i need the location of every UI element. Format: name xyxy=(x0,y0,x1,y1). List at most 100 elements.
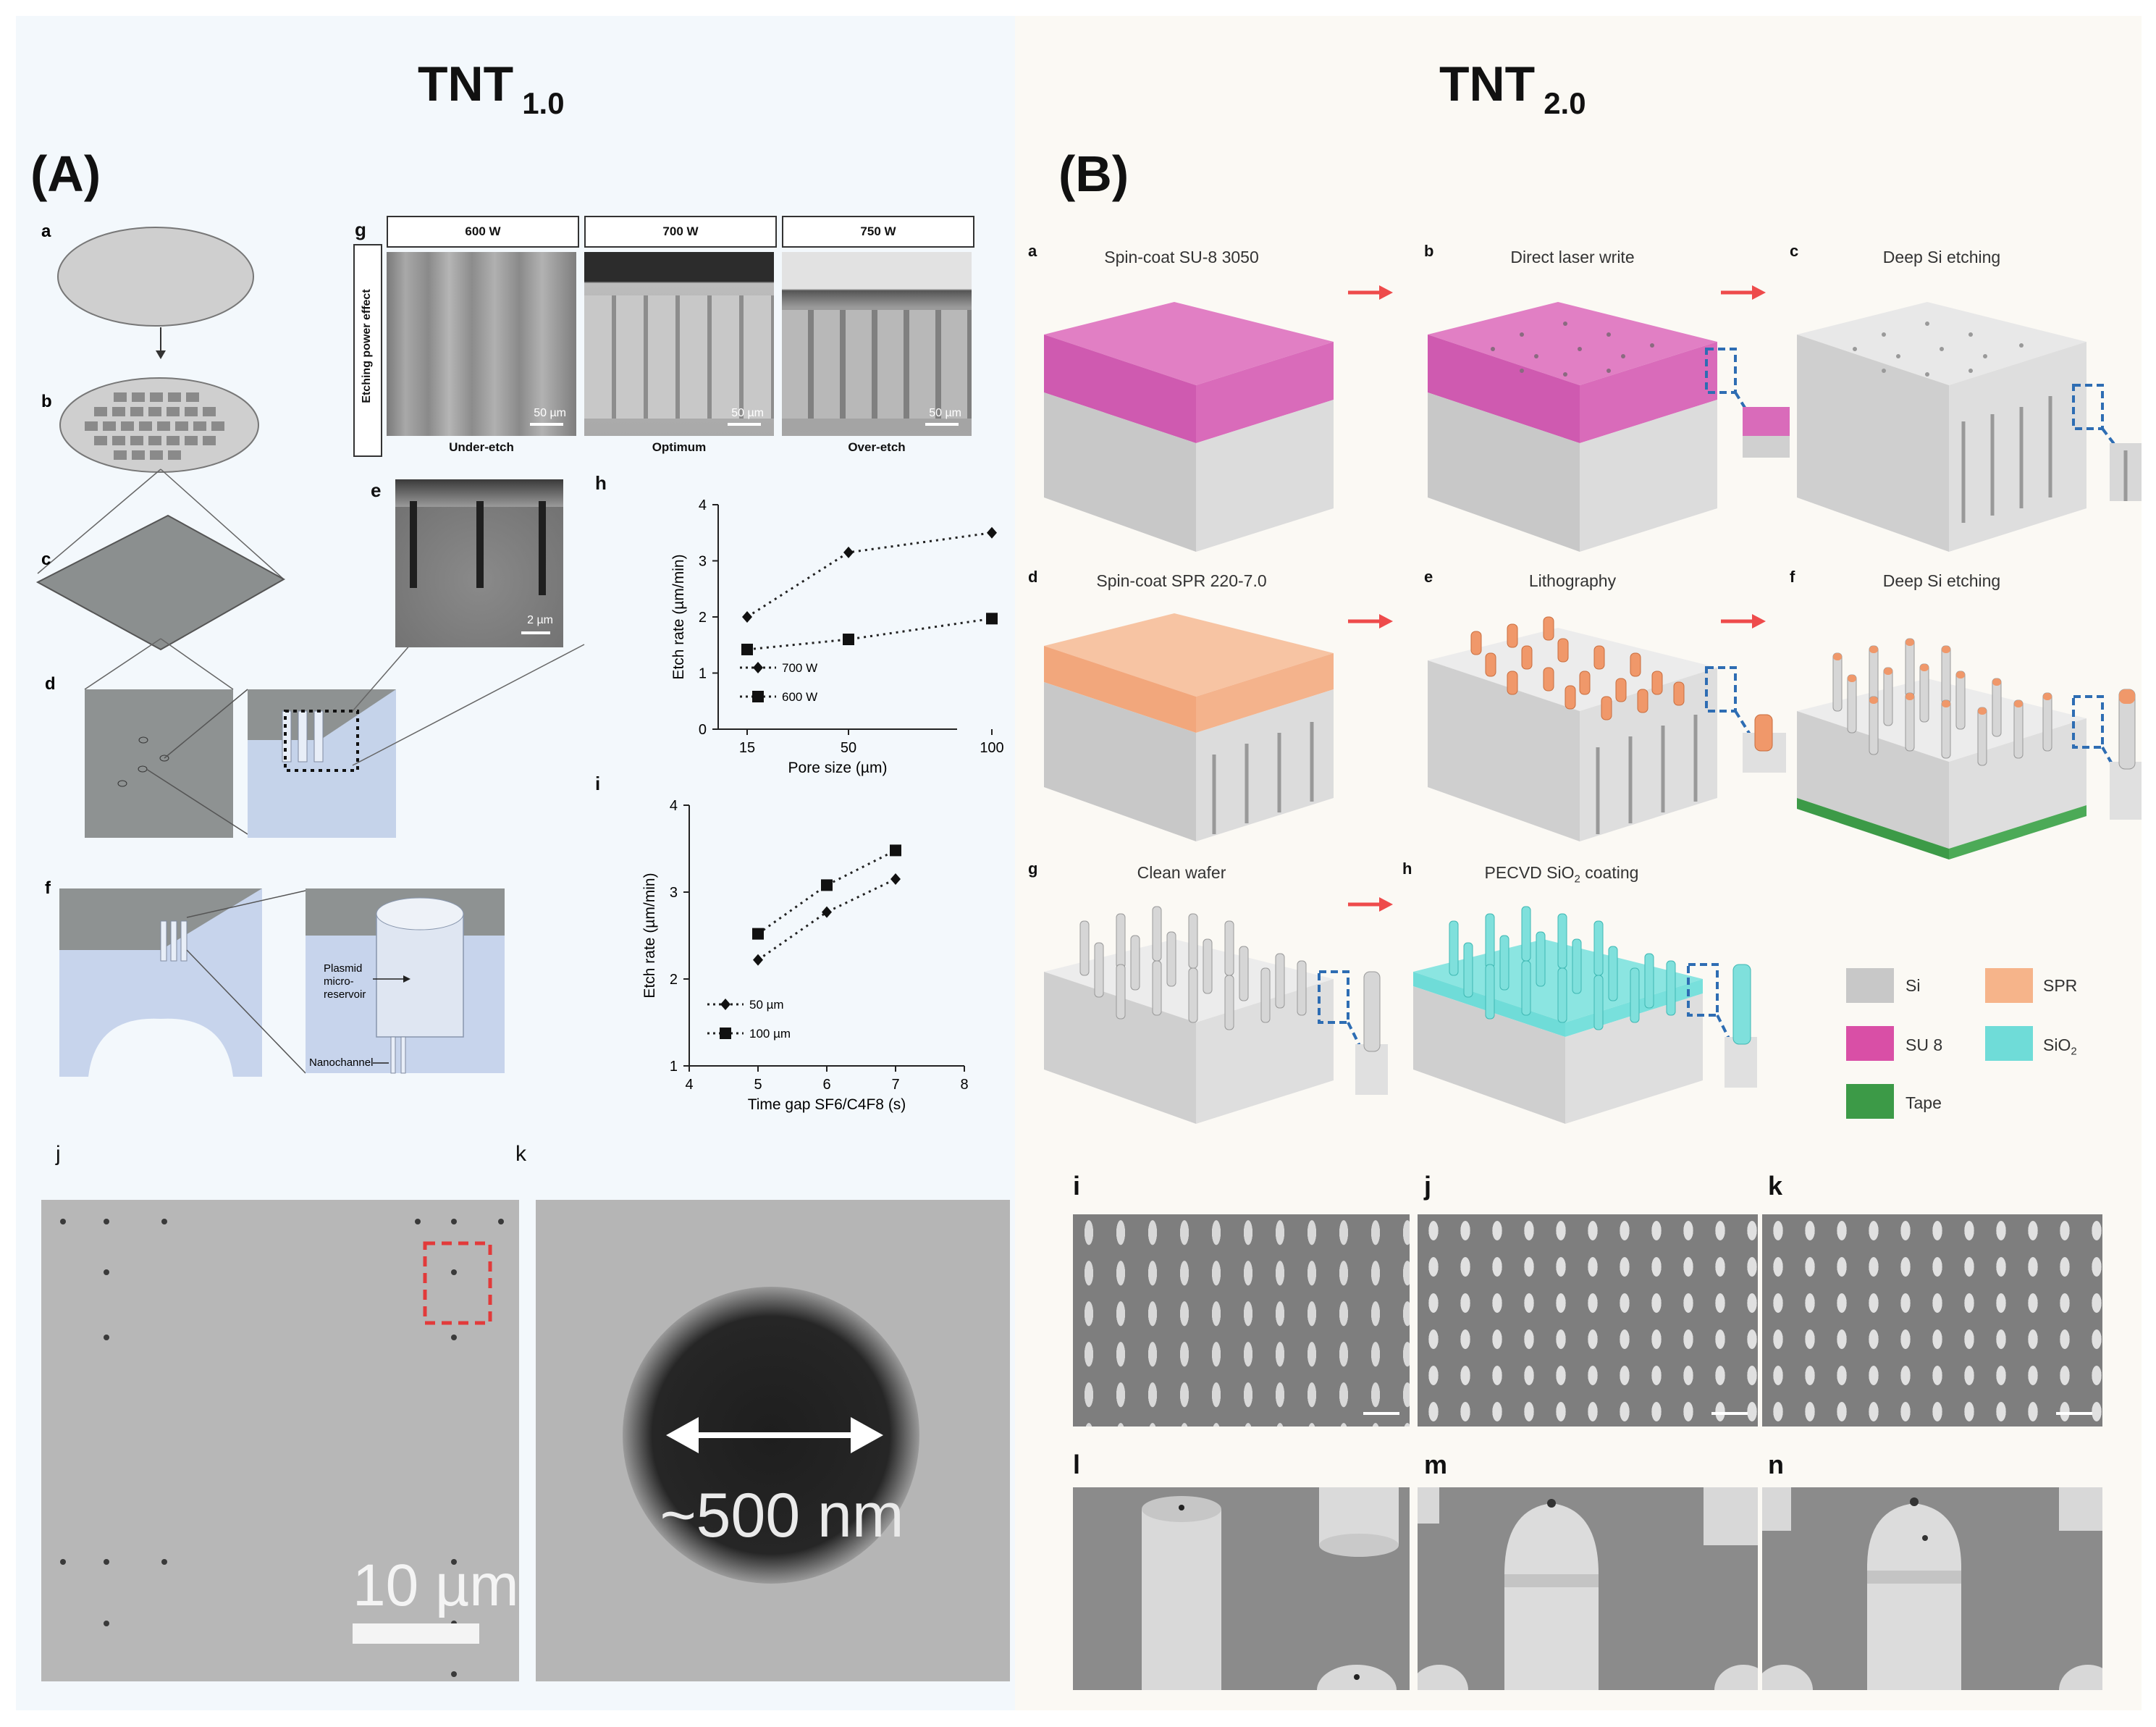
series-line-1 xyxy=(757,849,896,935)
j-letter: j xyxy=(1424,1171,1432,1201)
legend-label-spr: SPR xyxy=(2043,976,2078,995)
sem-over-etch: 50 µm xyxy=(782,252,972,436)
step-f-letter: f xyxy=(1790,568,1795,586)
x-tick-label: 50 xyxy=(841,740,856,756)
sem-m xyxy=(1418,1487,1758,1690)
sem-e: 2 µm xyxy=(395,479,563,647)
block-b xyxy=(1428,302,1790,552)
legend-marker xyxy=(753,662,763,673)
sem-k xyxy=(1762,1214,2102,1426)
legend-label-sio2: SiO2 xyxy=(2043,1035,2077,1058)
g-side-box: Etching power effect xyxy=(353,244,382,457)
i-letter: i xyxy=(1073,1171,1081,1201)
step-b-letter: b xyxy=(1424,242,1434,260)
data-point xyxy=(742,611,752,623)
step-c-letter: c xyxy=(1790,242,1799,260)
y-tick-label: 2 xyxy=(670,972,678,988)
legend-marker xyxy=(752,691,764,702)
j-letter: j xyxy=(56,1142,61,1166)
y-tick-label: 3 xyxy=(670,885,678,901)
legend-swatch-si xyxy=(1846,968,1894,1003)
legend-swatch-spr xyxy=(1985,968,2033,1003)
y-tick-label: 4 xyxy=(670,798,678,814)
data-point xyxy=(890,844,901,857)
l-letter: l xyxy=(1073,1450,1081,1479)
step-e-caption: Lithography xyxy=(1528,571,1617,590)
y-axis-label: Etch rate (µm/min) xyxy=(641,873,658,998)
caption-over-etch: Over-etch xyxy=(848,440,906,454)
zoom-box-red xyxy=(423,1241,492,1325)
x-tick-label: 15 xyxy=(739,740,755,756)
sem-k: ~500 nm xyxy=(536,1200,1010,1681)
data-point xyxy=(753,954,763,966)
step-d-caption: Spin-coat SPR 220-7.0 xyxy=(1096,571,1267,590)
wafer-dies xyxy=(85,392,224,460)
zoom-box xyxy=(284,710,359,772)
block-f xyxy=(1797,638,2142,860)
g-side-label: Etching power effect xyxy=(361,289,373,403)
step-h-letter: h xyxy=(1402,860,1412,878)
step-f-caption: Deep Si etching xyxy=(1882,571,2001,590)
step-d-letter: d xyxy=(45,674,56,694)
step-d-letter: d xyxy=(1028,568,1038,586)
data-point xyxy=(987,526,997,539)
panel-b-label: (B) xyxy=(1058,146,1129,202)
legend-marker xyxy=(720,1028,731,1039)
x-tick-label: 5 xyxy=(754,1077,762,1093)
step-b-letter: b xyxy=(41,392,52,411)
sem-n xyxy=(1762,1487,2102,1690)
e-letter: e xyxy=(371,479,382,501)
step-f-letter: f xyxy=(45,878,51,898)
series-line-1 xyxy=(746,617,993,651)
tnt1-schematic: a b c d xyxy=(35,222,585,1077)
power-600: 600 W xyxy=(387,216,579,248)
series-line-0 xyxy=(757,878,896,961)
y-tick-label: 0 xyxy=(699,722,707,738)
data-point xyxy=(741,643,753,655)
step-a-letter: a xyxy=(1028,242,1037,260)
tnt2-process-schematic xyxy=(1044,285,2142,1124)
process-arrows xyxy=(1348,285,1766,912)
data-point xyxy=(843,634,854,645)
nanochannel-label: Nanochannel xyxy=(309,1056,373,1069)
power-750: 750 W xyxy=(782,216,974,248)
legend-label-tape: Tape xyxy=(1906,1093,1942,1112)
reservoir-label-3: reservoir xyxy=(324,988,366,1001)
data-point xyxy=(986,613,998,625)
x-tick-label: 4 xyxy=(685,1077,693,1093)
x-tick-label: 100 xyxy=(980,740,1003,756)
legend-label-si: Si xyxy=(1906,976,1921,995)
step-c-letter: c xyxy=(41,550,51,569)
y-tick-label: 2 xyxy=(699,610,707,626)
y-tick-label: 1 xyxy=(699,666,707,682)
sem-under-etch: 50 µm xyxy=(387,252,576,436)
legend-marker xyxy=(720,999,730,1010)
sem-i xyxy=(1073,1214,1410,1426)
x-tick-label: 8 xyxy=(960,1077,968,1093)
x-axis-label: Time gap SF6/C4F8 (s) xyxy=(748,1096,906,1113)
legend-label: 50 µm xyxy=(749,998,784,1012)
x-tick-label: 7 xyxy=(891,1077,899,1093)
block-h xyxy=(1413,906,1757,1124)
step-g-caption: Clean wafer xyxy=(1137,863,1226,882)
caption-optimum: Optimum xyxy=(652,440,707,454)
step-c-caption: Deep Si etching xyxy=(1882,248,2001,266)
sem-l xyxy=(1073,1487,1410,1690)
legend-swatch-tape xyxy=(1846,1084,1894,1119)
y-tick-label: 1 xyxy=(670,1059,678,1075)
legend-swatch-sio2 xyxy=(1985,1026,2033,1061)
legend-label: 100 µm xyxy=(749,1027,791,1041)
block-c xyxy=(1797,302,2142,552)
caption-under-etch: Under-etch xyxy=(449,440,514,454)
i-letter: i xyxy=(595,773,601,794)
data-point xyxy=(822,906,832,918)
data-point xyxy=(752,928,764,940)
reservoir-label-2: micro- xyxy=(324,975,354,988)
legend-label: 700 W xyxy=(782,661,817,675)
data-point xyxy=(843,546,854,558)
block-d xyxy=(1044,613,1334,841)
sem-j xyxy=(1418,1214,1758,1426)
